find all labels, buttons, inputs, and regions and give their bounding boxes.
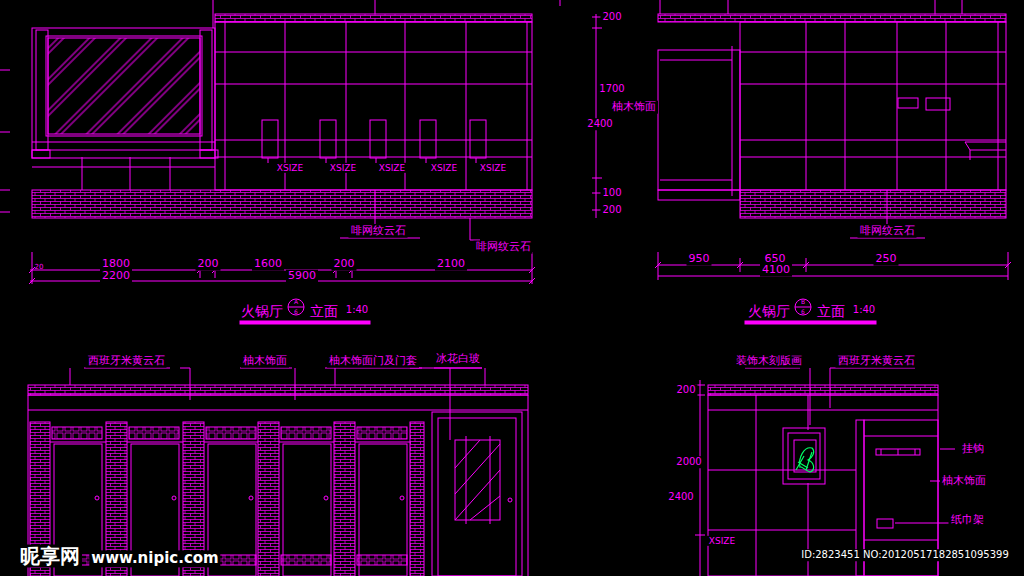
dimension: 1700	[597, 83, 626, 95]
dimension: 250	[874, 253, 899, 266]
material-note: 冰花白玻	[434, 353, 482, 366]
view-title: 火锅厅	[746, 303, 792, 319]
material-note: 装饰木刻版画	[734, 355, 804, 368]
material-note: 柚木饰面	[610, 101, 658, 114]
dimension: 100	[600, 187, 623, 199]
material-note: 纸巾架	[949, 514, 986, 527]
watermark: 昵享网	[18, 545, 82, 568]
dimension: 2400	[585, 118, 614, 130]
view-index: 6	[292, 309, 300, 316]
view-index: B	[799, 299, 807, 306]
material-note: 啡网纹云石	[349, 225, 408, 238]
size-mark: XSIZE	[275, 163, 305, 173]
material-note: 啡网纹云石	[858, 225, 917, 238]
material-note: 西班牙米黄云石	[86, 355, 167, 368]
size-mark: XSIZE	[707, 536, 737, 546]
dimension: 200	[332, 258, 357, 271]
view-index: 6	[799, 309, 807, 316]
dimension: 200	[674, 384, 697, 396]
dimension: 1800	[100, 258, 132, 271]
size-mark: XSIZE	[478, 163, 508, 173]
dimension: 4100	[760, 264, 792, 277]
view-title: 立面	[815, 303, 847, 319]
dimension: 2100	[435, 258, 467, 271]
material-note: 啡网纹云石	[474, 241, 533, 254]
dimension: 20	[33, 263, 46, 271]
size-mark: XSIZE	[429, 163, 459, 173]
size-mark: XSIZE	[377, 163, 407, 173]
dimension: 2000	[674, 456, 703, 468]
material-note: 柚木饰面	[940, 475, 988, 488]
dimension: 200	[600, 204, 623, 216]
dimension: 200	[600, 11, 623, 23]
view-scale: 1:40	[344, 304, 370, 316]
dimension: 1600	[252, 258, 284, 271]
material-note: 挂钩	[960, 443, 986, 456]
view-scale: 1:40	[851, 304, 877, 316]
material-note: 柚木饰面	[241, 355, 289, 368]
material-note: 柚木饰面门及门套	[327, 355, 419, 368]
watermark-id: ID:2823451 NO:20120517182851095399	[799, 549, 1011, 561]
dimension: 950	[687, 253, 712, 266]
dimension: 5900	[286, 270, 318, 283]
dimension: 2200	[100, 270, 132, 283]
view-title: 立面	[308, 303, 340, 319]
dimension: 200	[196, 258, 221, 271]
view-title: 火锅厅	[239, 303, 285, 319]
watermark: www.nipic.com	[89, 550, 220, 567]
material-note: 西班牙米黄云石	[836, 355, 917, 368]
dimension: 2400	[666, 491, 695, 503]
view-index: A	[292, 299, 300, 306]
size-mark: XSIZE	[328, 163, 358, 173]
